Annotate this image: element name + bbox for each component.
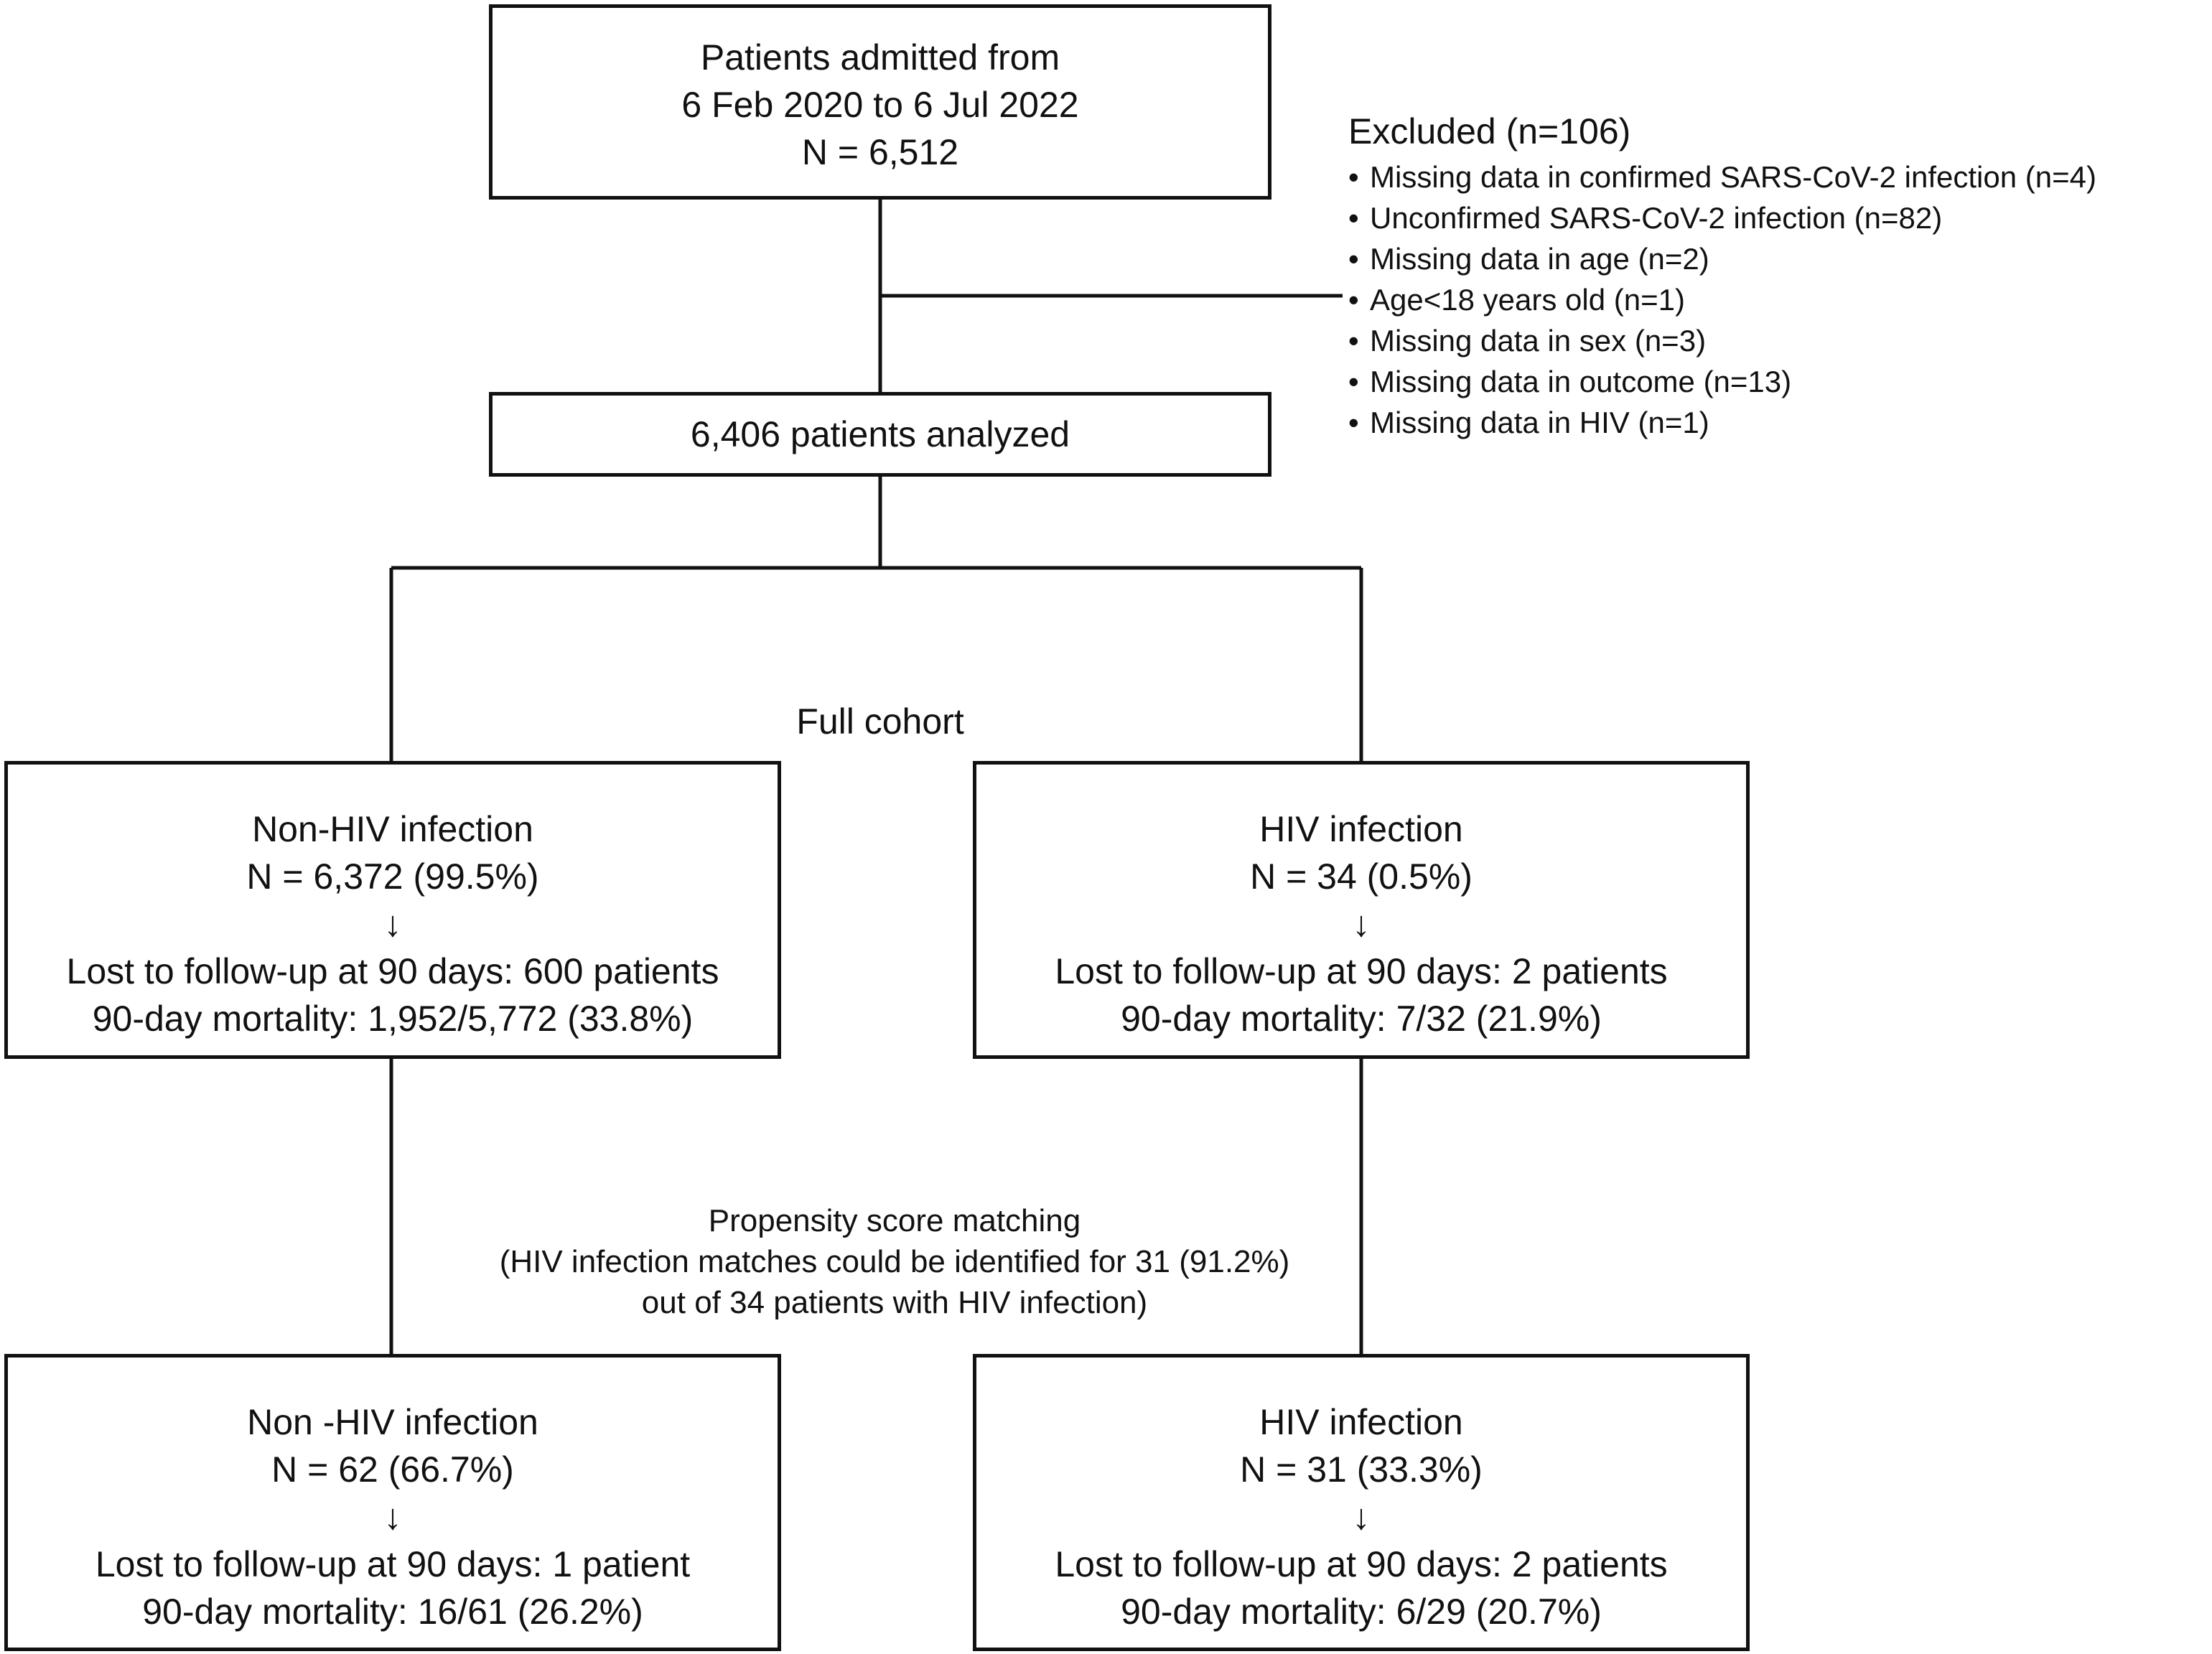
admitted-count: N = 6,512 [801,132,959,172]
matched-non-hiv-mortality: 90-day mortality: 16/61 (26.2%) [142,1592,643,1632]
psm-title: Propensity score matching [708,1203,1081,1238]
matched-hiv-mortality: 90-day mortality: 6/29 (20.7%) [1121,1592,1602,1632]
full-hiv-lost: Lost to follow-up at 90 days: 2 patients [1055,951,1668,991]
psm-detail-end: out of 34 patients with HIV infection) [641,1285,1148,1320]
matched-hiv-box: HIV infection N = 31 (33.3%) ↓ Lost to f… [973,1354,1750,1651]
down-arrow-icon: ↓ [1352,1497,1371,1537]
matched-non-hiv-count: N = 62 (66.7%) [271,1449,514,1490]
full-non-hiv-count: N = 6,372 (99.5%) [246,856,539,897]
patients-analyzed-box: 6,406 patients analyzed [489,392,1271,477]
full-non-hiv-lost: Lost to follow-up at 90 days: 600 patien… [66,951,719,991]
excluded-item: Missing data in HIV (n=1) [1348,402,2096,443]
excluded-item: Missing data in confirmed SARS-CoV-2 inf… [1348,156,2096,197]
full-hiv-title: HIV infection [1259,809,1463,849]
matched-hiv-title: HIV infection [1259,1402,1463,1442]
down-arrow-icon: ↓ [383,904,402,944]
full-hiv-box: HIV infection N = 34 (0.5%) ↓ Lost to fo… [973,761,1750,1059]
excluded-item: Age<18 years old (n=1) [1348,279,2096,320]
matched-non-hiv-title: Non -HIV infection [247,1402,538,1442]
full-hiv-count: N = 34 (0.5%) [1250,856,1473,897]
psm-detail: (HIV infection matches could be identifi… [499,1244,1290,1279]
propensity-score-label: Propensity score matching (HIV infection… [428,1200,1361,1323]
excluded-item: Missing data in age (n=2) [1348,238,2096,279]
excluded-item: Missing data in sex (n=3) [1348,320,2096,361]
down-arrow-icon: ↓ [1352,904,1371,944]
excluded-items: Missing data in confirmed SARS-CoV-2 inf… [1348,156,2096,443]
full-non-hiv-mortality: 90-day mortality: 1,952/5,772 (33.8%) [92,999,694,1039]
excluded-title: Excluded (n=106) [1348,111,1631,151]
full-hiv-mortality: 90-day mortality: 7/32 (21.9%) [1121,999,1602,1039]
matched-non-hiv-box: Non -HIV infection N = 62 (66.7%) ↓ Lost… [4,1354,781,1651]
full-non-hiv-box: Non-HIV infection N = 6,372 (99.5%) ↓ Lo… [4,761,781,1059]
matched-non-hiv-lost: Lost to follow-up at 90 days: 1 patient [95,1544,691,1584]
matched-hiv-count: N = 31 (33.3%) [1240,1449,1483,1490]
excluded-list: Excluded (n=106) Missing data in confirm… [1348,109,2096,443]
full-cohort-label: Full cohort [796,701,964,742]
admitted-title: Patients admitted from [700,37,1060,78]
matched-hiv-lost: Lost to follow-up at 90 days: 2 patients [1055,1544,1668,1584]
admitted-period: 6 Feb 2020 to 6 Jul 2022 [681,85,1079,125]
excluded-item: Missing data in outcome (n=13) [1348,361,2096,402]
down-arrow-icon: ↓ [383,1497,402,1537]
analyzed-label: 6,406 patients analyzed [690,414,1070,454]
full-non-hiv-title: Non-HIV infection [252,809,533,849]
excluded-item: Unconfirmed SARS-CoV-2 infection (n=82) [1348,197,2096,238]
patients-admitted-box: Patients admitted from 6 Feb 2020 to 6 J… [489,4,1271,200]
